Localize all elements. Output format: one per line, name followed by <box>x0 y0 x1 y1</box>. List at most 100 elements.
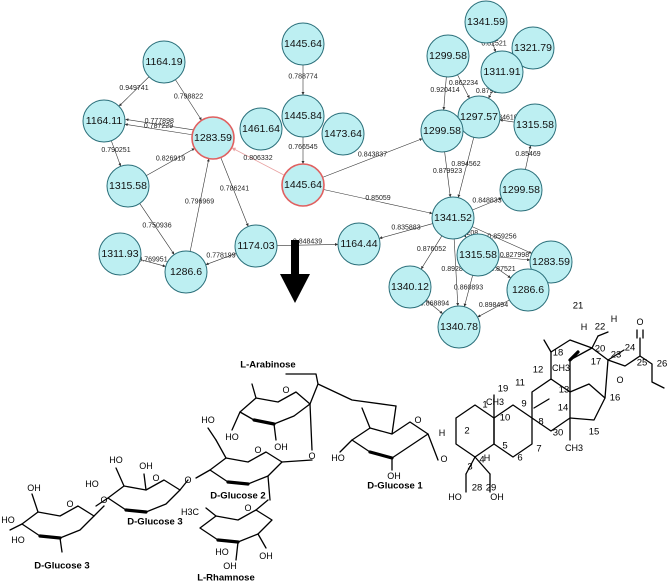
network-node[interactable]: 1299.58 <box>426 34 470 78</box>
atom-num-26: 26 <box>657 359 668 370</box>
node-mass-label: 1473.64 <box>324 128 362 140</box>
network-node[interactable]: 1311.93 <box>98 232 142 276</box>
atom-num-11: 11 <box>515 378 525 389</box>
network-edge <box>453 238 460 307</box>
edge-weight-label: 0.848833 <box>472 198 501 205</box>
edge-weight-label: 0.920414 <box>430 87 459 94</box>
atom-oh-glc3a-c: OH <box>139 461 153 471</box>
node-circle <box>239 107 283 151</box>
network-node[interactable]: 1283.59 <box>191 116 235 160</box>
network-edge <box>457 137 475 198</box>
node-mass-label: 1164.11 <box>86 115 123 127</box>
atom-num-6: 6 <box>517 453 522 464</box>
atom-o-glc2-ring: O <box>254 445 261 455</box>
network-edge <box>498 256 531 262</box>
atom-num-10: 10 <box>500 413 511 424</box>
label-l-rhamnose: L-Rhamnose <box>197 573 255 584</box>
node-circle <box>82 99 126 143</box>
edge-weight-label: 0.827998 <box>500 252 529 259</box>
node-mass-label: 1445.64 <box>284 179 322 191</box>
atom-num-18: 18 <box>553 348 564 359</box>
network-node[interactable]: 1461.64 <box>239 107 283 151</box>
edge-weight-label: 0.786241 <box>220 186 249 193</box>
network-node[interactable]: 1341.52 <box>431 196 475 240</box>
network-node[interactable]: 1283.59 <box>529 240 573 284</box>
atom-num-24: 24 <box>625 343 636 354</box>
atom-o-ketone: O <box>636 317 643 327</box>
network-node[interactable]: 1340.12 <box>388 265 432 309</box>
network-node[interactable]: 1445.84 <box>281 94 325 138</box>
network-edge <box>110 140 122 167</box>
network-nodes: 1164.19 1164.11 1283.59 1315.58 1311.93 1286.… <box>82 0 573 349</box>
atom-o-ring: O <box>616 375 623 385</box>
atom-num-4: 4 <box>479 455 484 466</box>
network-node[interactable]: 1299.58 <box>420 109 464 153</box>
atom-oh-29: OH <box>490 492 504 502</box>
node-mass-label: 1297.57 <box>460 111 498 123</box>
network-edge <box>525 145 532 170</box>
edge-weight-label: 0.778199 <box>206 253 235 260</box>
network-node[interactable]: 1315.58 <box>456 233 500 277</box>
atom-h-23: H <box>611 314 618 324</box>
network-node[interactable]: 1315.58 <box>106 164 150 208</box>
label-d-glucose-3-upper: D-Glucose 3 <box>127 517 182 528</box>
edge-weight-label: 0.879923 <box>433 168 462 175</box>
edge-weight-label: 0.846102 <box>492 115 521 122</box>
node-mass-label: 1283.59 <box>194 132 232 144</box>
network-edge <box>276 242 339 246</box>
atom-ch3-14: CH3 <box>565 443 583 453</box>
network-node[interactable]: 1315.58 <box>513 103 557 147</box>
edge-weight-label: 0.892891 <box>441 266 470 273</box>
node-mass-label: 1174.03 <box>237 240 274 252</box>
edge-weight-label: 0.894562 <box>451 161 480 168</box>
node-circle <box>281 22 325 66</box>
node-circle <box>388 265 432 309</box>
network-edge <box>495 266 511 279</box>
network-edge <box>477 299 510 318</box>
atom-ch3-10: CH3 <box>486 397 504 407</box>
network-node[interactable]: 1299.58 <box>499 168 543 212</box>
network-node[interactable]: 1297.57 <box>457 95 501 139</box>
atom-num-2: 2 <box>464 426 469 437</box>
network-edge <box>426 300 443 314</box>
node-mass-label: 1164.19 <box>145 56 182 68</box>
node-mass-label: 1341.59 <box>467 16 505 28</box>
node-mass-label: 1299.58 <box>423 125 461 137</box>
network-edge <box>205 253 237 266</box>
node-mass-label: 1461.64 <box>242 123 280 135</box>
network-edge <box>379 223 433 240</box>
node-mass-label: 1283.59 <box>532 256 570 268</box>
atom-num-29: 29 <box>486 483 497 494</box>
network-node[interactable]: 1164.44 <box>337 222 381 266</box>
network-node[interactable]: 1340.78 <box>437 305 481 349</box>
atom-o-3: O <box>440 454 447 464</box>
node-circle <box>98 232 142 276</box>
network-node[interactable]: 1473.64 <box>321 112 365 156</box>
atom-oh-glc1-b: OH <box>387 471 401 481</box>
atom-num-7: 7 <box>536 444 541 455</box>
edge-weight-label: 0.806332 <box>243 155 272 162</box>
edge-weight-label: 0.843837 <box>358 152 387 159</box>
node-circle <box>281 94 325 138</box>
edge-weight-label: 0.790251 <box>101 147 130 154</box>
network-node[interactable]: 1445.64 <box>281 22 325 66</box>
network-node[interactable]: 1445.64 <box>281 163 325 207</box>
node-circle <box>437 305 481 349</box>
atom-num-19: 19 <box>498 384 509 395</box>
node-circle <box>506 268 550 312</box>
network-node[interactable]: 1286.6 <box>506 268 550 312</box>
network-node[interactable]: 1321.79 <box>511 26 555 70</box>
network-edge <box>322 138 423 178</box>
node-mass-label: 1315.58 <box>109 180 147 192</box>
edge-weight-label: 0.876052 <box>417 246 446 253</box>
edge-weight-label: 0.796969 <box>185 199 214 206</box>
network-node[interactable]: 1341.59 <box>464 0 508 44</box>
edge-weight-label: 0.835883 <box>391 225 420 232</box>
edge-weight-label: 0.868894 <box>420 301 449 308</box>
network-node[interactable]: 1164.19 <box>142 40 186 84</box>
network-node[interactable]: 1164.11 <box>82 99 126 143</box>
network-edge <box>139 203 175 255</box>
network-node[interactable]: 1311.91 <box>480 50 524 94</box>
network-node[interactable]: 1286.6 <box>164 250 208 294</box>
network-node[interactable]: 1174.03 <box>234 224 278 268</box>
